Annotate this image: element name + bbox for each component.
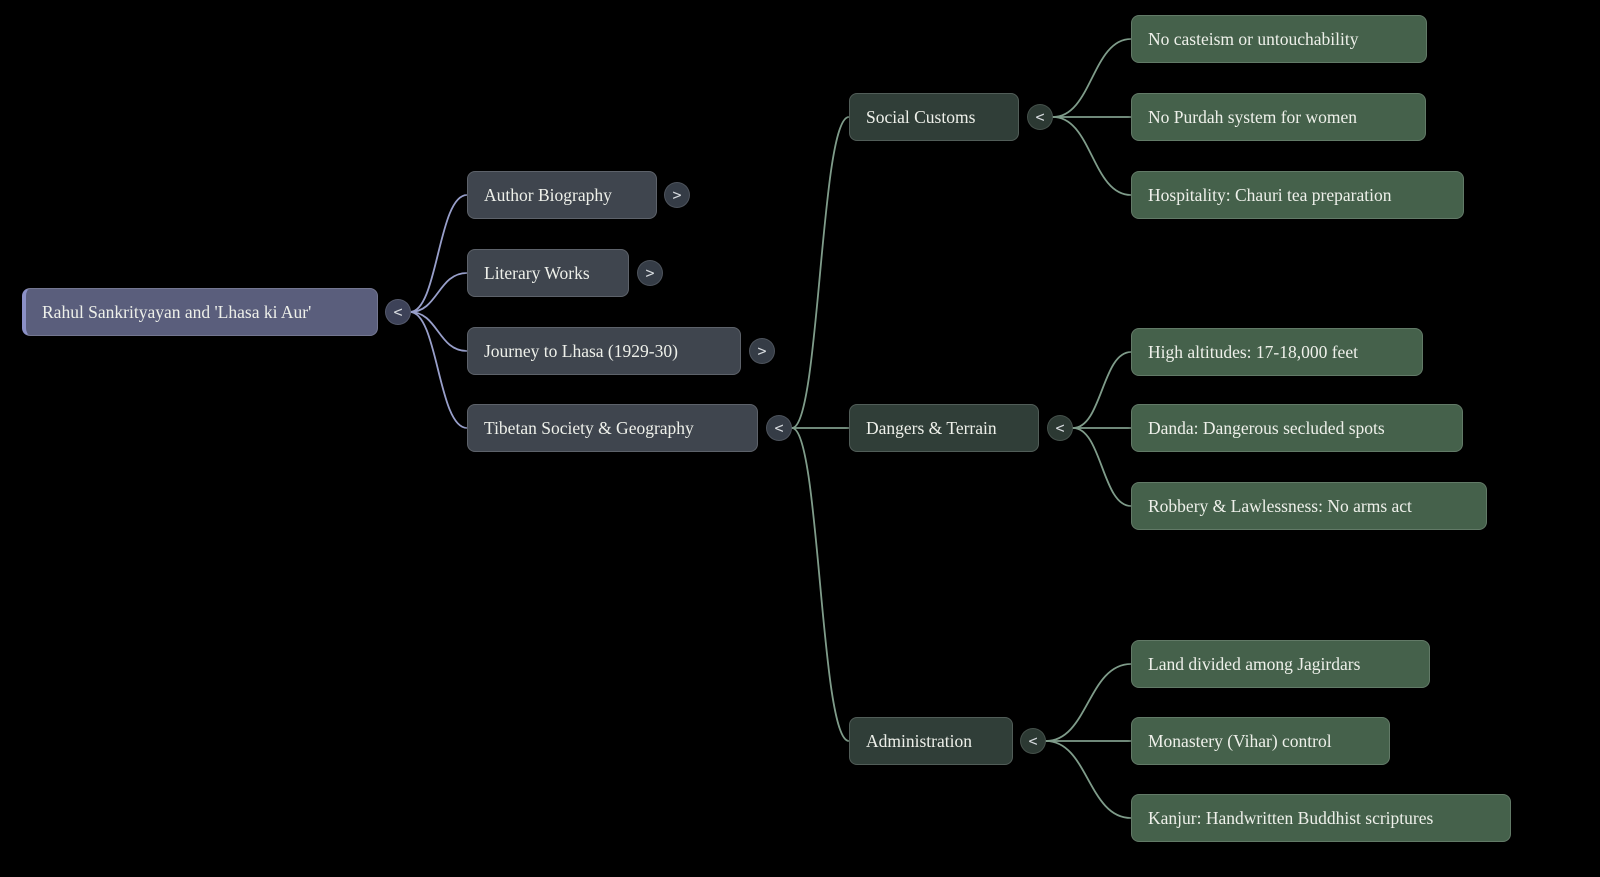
root-node[interactable]: Rahul Sankrityayan and 'Lhasa ki Aur' — [22, 288, 378, 336]
branch-author-biography[interactable]: Author Biography — [467, 171, 657, 219]
dangers-terrain-collapse-button[interactable]: < — [1047, 415, 1073, 441]
author-biography-expand-button[interactable]: > — [664, 182, 690, 208]
leaf-robbery-lawlessness[interactable]: Robbery & Lawlessness: No arms act — [1131, 482, 1487, 530]
branch-label: Author Biography — [484, 184, 612, 205]
journey-to-lhasa-expand-button[interactable]: > — [749, 338, 775, 364]
leaf-no-purdah[interactable]: No Purdah system for women — [1131, 93, 1426, 141]
leaf-label: High altitudes: 17-18,000 feet — [1148, 341, 1358, 362]
leaf-label: Kanjur: Handwritten Buddhist scriptures — [1148, 807, 1434, 828]
leaf-label: Monastery (Vihar) control — [1148, 730, 1332, 751]
leaf-monastery-vihar-control[interactable]: Monastery (Vihar) control — [1131, 717, 1390, 765]
leaf-label: No Purdah system for women — [1148, 106, 1358, 127]
leaf-label: Hospitality: Chauri tea preparation — [1148, 184, 1392, 205]
leaf-label: Danda: Dangerous secluded spots — [1148, 417, 1385, 438]
leaf-label: Robbery & Lawlessness: No arms act — [1148, 495, 1412, 516]
branch-literary-works[interactable]: Literary Works — [467, 249, 629, 297]
branch-journey-to-lhasa[interactable]: Journey to Lhasa (1929-30) — [467, 327, 741, 375]
leaf-label: No casteism or untouchability — [1148, 28, 1359, 49]
subbranch-administration[interactable]: Administration — [849, 717, 1013, 765]
literary-works-expand-button[interactable]: > — [637, 260, 663, 286]
subbranch-label: Administration — [866, 730, 972, 751]
leaf-danda-secluded-spots[interactable]: Danda: Dangerous secluded spots — [1131, 404, 1463, 452]
subbranch-label: Dangers & Terrain — [866, 417, 997, 438]
branch-tibetan-society-geography[interactable]: Tibetan Society & Geography — [467, 404, 758, 452]
leaf-high-altitudes[interactable]: High altitudes: 17-18,000 feet — [1131, 328, 1423, 376]
root-node-label: Rahul Sankrityayan and 'Lhasa ki Aur' — [42, 301, 312, 322]
administration-collapse-button[interactable]: < — [1020, 728, 1046, 754]
leaf-label: Land divided among Jagirdars — [1148, 653, 1361, 674]
subbranch-dangers-terrain[interactable]: Dangers & Terrain — [849, 404, 1039, 452]
branch-label: Journey to Lhasa (1929-30) — [484, 340, 678, 361]
social-customs-collapse-button[interactable]: < — [1027, 104, 1053, 130]
leaf-land-jagirdars[interactable]: Land divided among Jagirdars — [1131, 640, 1430, 688]
leaf-kanjur-scriptures[interactable]: Kanjur: Handwritten Buddhist scriptures — [1131, 794, 1511, 842]
tibetan-society-collapse-button[interactable]: < — [766, 415, 792, 441]
branch-label: Literary Works — [484, 262, 590, 283]
leaf-no-casteism[interactable]: No casteism or untouchability — [1131, 15, 1427, 63]
subbranch-label: Social Customs — [866, 106, 976, 127]
subbranch-social-customs[interactable]: Social Customs — [849, 93, 1019, 141]
root-collapse-button[interactable]: < — [385, 299, 411, 325]
leaf-hospitality-chauri-tea[interactable]: Hospitality: Chauri tea preparation — [1131, 171, 1464, 219]
branch-label: Tibetan Society & Geography — [484, 417, 694, 438]
